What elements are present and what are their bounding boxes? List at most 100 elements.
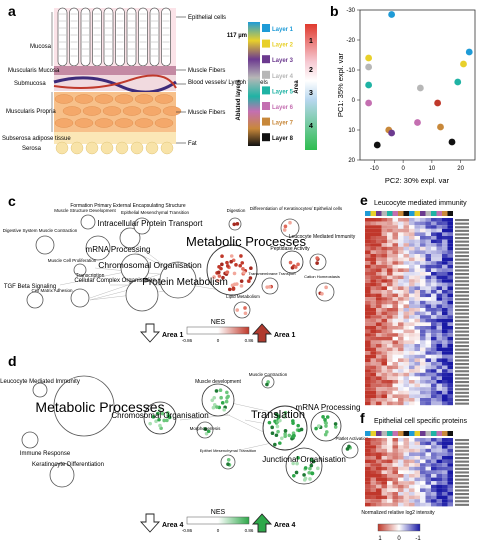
heatmap-cell	[409, 218, 415, 222]
heatmap-cell	[381, 445, 387, 449]
heatmap-cell	[431, 448, 437, 453]
gene-set-node	[310, 471, 315, 476]
heatmap-cell	[431, 243, 437, 247]
node-d-keratinocyte: Keratinocyte Differentiation	[32, 462, 104, 468]
label-epithelial-cells: Epithelial cells	[188, 15, 226, 21]
nes-legend-title-d: NES	[211, 509, 226, 516]
heatmap-cell	[365, 358, 371, 362]
heatmap-cell	[392, 492, 398, 496]
heatmap-cell	[436, 369, 442, 373]
heatmap-cell	[403, 311, 409, 316]
layer-label-6: Layer 6	[272, 105, 294, 111]
heatmap-cell	[447, 376, 453, 380]
heatmap-cell	[376, 315, 382, 319]
gene-set-node	[165, 411, 170, 415]
heatmap-cell	[403, 282, 409, 287]
heatmap-cell	[381, 394, 387, 398]
heatmap-cell	[376, 398, 382, 402]
heatmap-cell	[431, 293, 437, 298]
heatmap-cell	[387, 441, 393, 446]
heatmap-cell	[370, 383, 376, 388]
heatmap-cell	[398, 362, 404, 366]
heatmap-cell	[447, 502, 453, 507]
heatmap-cell	[436, 264, 442, 269]
heatmap-row-label	[455, 366, 469, 369]
x-axis-label: PC2: 30% expl. var	[385, 176, 450, 185]
heatmap-cell	[398, 261, 404, 265]
heatmap-cell	[414, 488, 420, 492]
heatmap-cell	[431, 282, 437, 287]
heatmap-cell	[420, 477, 426, 482]
heatmap-cell	[409, 326, 415, 330]
gene-set-node	[283, 410, 288, 415]
heatmap-cell	[365, 470, 371, 474]
heatmap-cell	[370, 459, 376, 464]
heatmap-cell	[409, 474, 415, 478]
gene-set-node	[211, 405, 216, 410]
y-tick-label: -20	[346, 38, 355, 44]
heatmap-cell	[376, 401, 382, 406]
heatmap-cell	[447, 239, 453, 244]
heatmap-cell	[431, 380, 437, 384]
heatmap-cell	[403, 401, 409, 406]
heatmap-cell	[392, 463, 398, 467]
heatmap-cell	[442, 268, 448, 272]
heatmap-cell	[392, 344, 398, 348]
heatmap-cell	[431, 275, 437, 280]
heatmap-row-label	[455, 219, 469, 222]
heatmap-cell	[447, 354, 453, 359]
heatmap-cell	[436, 329, 442, 334]
heatmap-cell	[447, 275, 453, 280]
heatmap-cell	[376, 311, 382, 316]
heatmap-cell	[436, 398, 442, 402]
heatmap-cell	[414, 390, 420, 395]
heatmap-cell	[365, 484, 371, 489]
heatmap-cell	[365, 492, 371, 496]
heatmap-cell	[398, 369, 404, 373]
heatmap-cell	[431, 236, 437, 240]
gene-set-node	[220, 401, 225, 405]
heatmap-cell	[442, 358, 448, 362]
heatmap-cell	[381, 318, 387, 323]
heatmap-cell	[387, 232, 393, 236]
heatmap-header-cell	[381, 211, 387, 216]
heatmap-cell	[431, 340, 437, 344]
heatmap-cell	[365, 354, 371, 359]
data-point	[365, 54, 373, 62]
heatmap-cell	[392, 387, 398, 391]
heatmap-cell	[420, 481, 426, 485]
heatmap-cell	[387, 336, 393, 341]
heatmap-cell	[436, 318, 442, 323]
heatmap-cell	[398, 477, 404, 482]
heatmap-cell	[392, 452, 398, 456]
heatmap-cell	[409, 354, 415, 359]
heatmap-cell	[381, 401, 387, 406]
heatmap-cell	[431, 394, 437, 398]
heatmap-cell	[392, 333, 398, 337]
heatmap-legend: Normalized relative log2 intensity 1 0 -…	[361, 510, 435, 542]
heatmap-cell	[414, 362, 420, 366]
heatmap-cell	[447, 369, 453, 373]
heatmap-cell	[381, 354, 387, 359]
heatmap-row-label	[455, 460, 469, 463]
heatmap-cell	[381, 438, 387, 442]
panel-d-network: Leucocyte Mediated Immunity Metabolic Pr…	[0, 372, 369, 488]
heatmap-cell	[447, 340, 453, 344]
heatmap-cell	[376, 477, 382, 482]
heatmap-cell	[370, 492, 376, 496]
heatmap-cell	[392, 477, 398, 482]
heatmap-cell	[420, 326, 426, 330]
heatmap-cell	[425, 470, 431, 474]
heatmap-cell	[414, 351, 420, 355]
gene-set-node	[321, 415, 325, 419]
heatmap-row-label	[455, 370, 469, 373]
villus	[80, 7, 91, 67]
heatmap-cell	[431, 300, 437, 305]
heatmap-cell	[381, 246, 387, 251]
node-digestive-muscle-contraction: Digestive System Muscle Contraction	[3, 228, 78, 233]
nes-tick-d-0: -0.86	[182, 528, 193, 533]
heatmap-cell	[370, 401, 376, 406]
heatmap-cell	[409, 484, 415, 489]
heatmap-cell	[387, 243, 393, 247]
heatmap-cell	[365, 232, 371, 236]
